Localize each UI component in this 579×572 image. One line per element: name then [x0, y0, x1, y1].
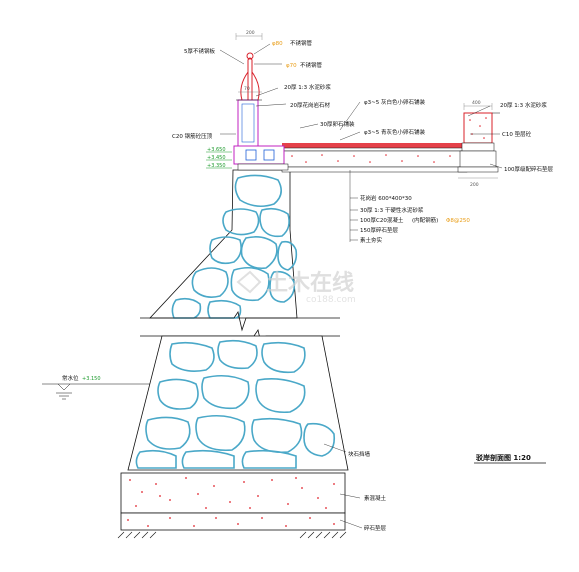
label-ball-size: φ80 [272, 41, 283, 47]
layer-leader [349, 170, 358, 242]
top-dimensions [235, 33, 498, 179]
label-pipe-size: φ70 [286, 63, 297, 69]
dim-top-3: 400 [472, 100, 481, 106]
railing-base [233, 99, 289, 171]
elevation-markers [206, 151, 232, 169]
label-stone-wall: 块石挡墙 [348, 450, 371, 458]
label-mortar: 20厚 1:3 水泥砂浆 [284, 83, 331, 91]
watermark: 土木在线 co188.com [236, 270, 356, 305]
label-ball-note: 不锈钢管 [290, 39, 313, 47]
layer-2: 30厚 1:3 干硬性水泥砂浆 [360, 206, 424, 214]
dim-top-2: 70 [244, 86, 250, 92]
watermark-url: co188.com [306, 295, 356, 305]
label-post: 5厚不锈钢板 [184, 47, 215, 55]
paving-slab [281, 143, 468, 173]
label-cap-bottom: φ3~5 青灰色小卵石铺装 [364, 128, 425, 136]
water-elevation: +3.150 [82, 376, 101, 382]
watermark-text: 土木在线 [266, 270, 354, 296]
drawing-title: 驳岸剖面图 1:20 [476, 453, 531, 462]
label-brick: 20厚花岗岩石材 [290, 101, 330, 109]
layer-4: 150厚碎石垫层 [360, 226, 398, 234]
label-pebble: 30厚卵石铺装 [320, 120, 355, 128]
label-wall-base: 100厚级配碎石垫层 [504, 165, 553, 173]
layer-5: 素土夯实 [360, 236, 383, 244]
label-wall-concrete: C10 垫层砼 [502, 130, 532, 138]
footing [117, 472, 347, 539]
right-curb [457, 112, 500, 173]
water-label: 常水位 [62, 374, 79, 382]
label-cap-top: φ3~5 灰白色小卵石铺装 [364, 98, 425, 106]
foundation-leaders [323, 443, 363, 529]
label-wall-mortar: 20厚 1:3 水泥砂浆 [500, 101, 547, 109]
layer-1: 花岗岩 600*400*30 [360, 194, 412, 202]
layer-3: 100厚C20混凝土 [360, 216, 404, 224]
label-gravel-base: 碎石垫层 [364, 524, 387, 532]
elev-1: +3.650 [207, 147, 226, 153]
label-curb: C20 钢筋砼压顶 [172, 132, 213, 140]
elev-3: +3.350 [207, 163, 226, 169]
railing-leaders [219, 43, 503, 169]
dim-top-1: 200 [246, 30, 255, 36]
label-footing: 素混凝土 [364, 494, 387, 502]
layer-note: (内配钢筋) [412, 216, 438, 224]
layer-note-rebar: Φ8@250 [446, 218, 470, 224]
railing [236, 52, 262, 101]
dim-top-4: 200 [470, 182, 479, 188]
elev-2: +3.450 [207, 155, 226, 161]
water-level-symbol [42, 383, 150, 400]
lower-retaining-wall [127, 335, 349, 471]
label-pipe-note: 不锈钢管 [300, 61, 323, 69]
